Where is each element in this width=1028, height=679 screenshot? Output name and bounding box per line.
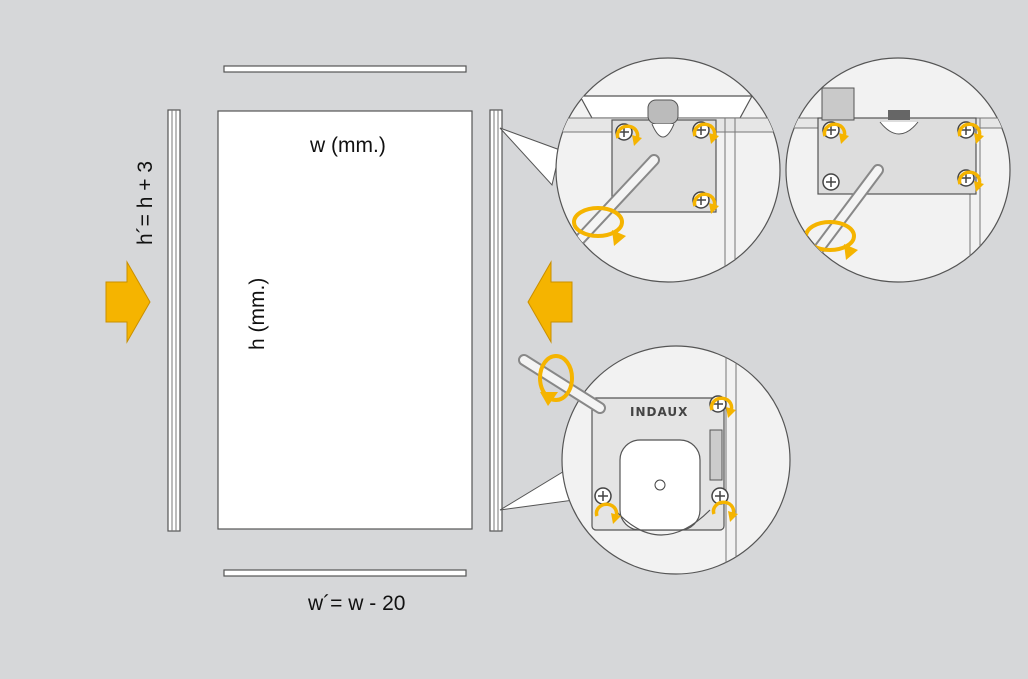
top-rail	[223, 65, 467, 73]
screw-icon	[594, 487, 612, 505]
arrow-left-icon	[527, 260, 573, 344]
height-label: h (mm.)	[246, 277, 269, 350]
adjusted-height-label: h´= h + 3	[134, 160, 157, 245]
arrow-right-icon	[105, 260, 151, 344]
detail-top-hardware-alt	[785, 57, 1011, 283]
door-panel	[217, 110, 473, 530]
bottom-rail	[223, 569, 467, 577]
screwdriver-icon	[518, 354, 606, 414]
rotate-arrow-icon	[538, 354, 574, 402]
brand-logo: INDAUX	[630, 405, 689, 419]
right-profile	[489, 109, 503, 532]
detail-bottom-wheel	[561, 345, 791, 575]
callout-pointer-top	[499, 127, 561, 187]
adjusted-width-label: w´= w - 20	[308, 592, 406, 615]
width-label: w (mm.)	[310, 134, 386, 157]
screw-icon	[822, 173, 840, 191]
detail-top-hardware	[555, 57, 781, 283]
rotate-arrow-icon	[572, 206, 624, 238]
screw-icon	[654, 479, 666, 491]
left-profile	[167, 109, 181, 532]
